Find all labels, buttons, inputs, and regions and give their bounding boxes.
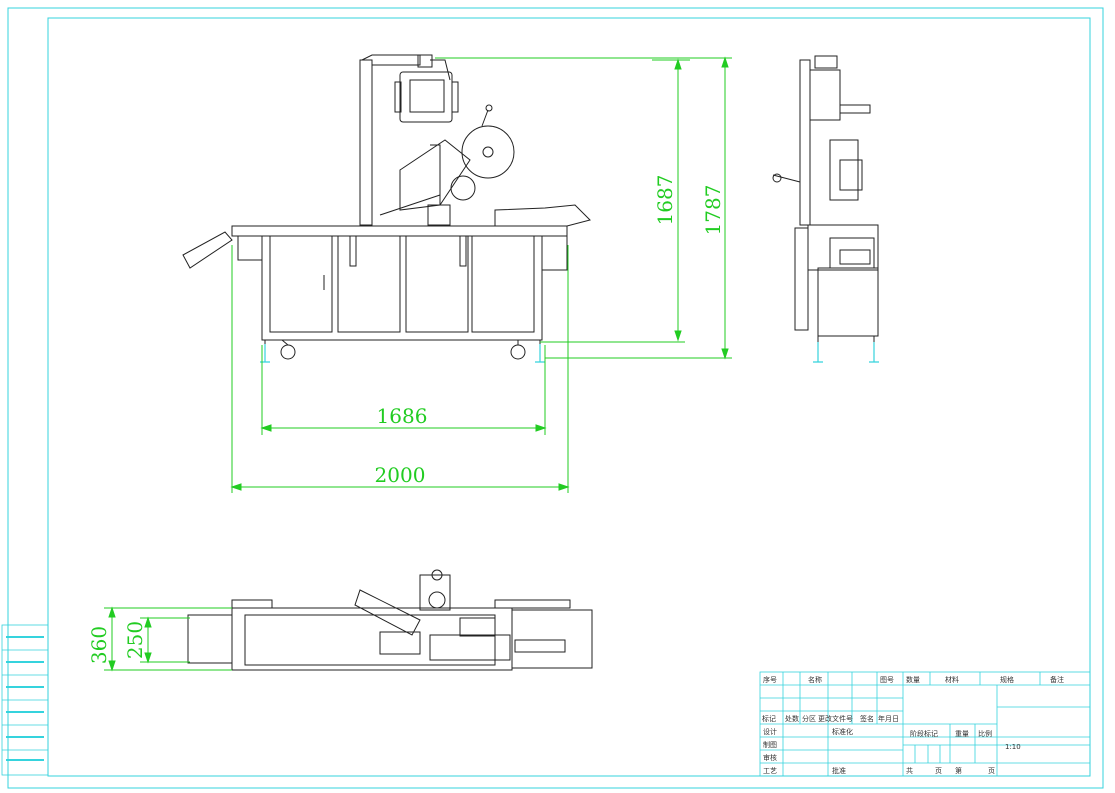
tb-col-remark: 备注: [1050, 675, 1064, 684]
front-feet: [260, 344, 545, 363]
inner-border: [47, 17, 1091, 777]
tb-count: 处数: [785, 714, 799, 723]
tb-signature: 签名: [860, 714, 874, 723]
margin-stamp-table: [1, 624, 49, 776]
tb-col-drawing-no: 图号: [880, 676, 894, 684]
tb-check: 审核: [763, 753, 777, 762]
dim-width-total: 2000: [375, 463, 426, 487]
front-view: [182, 54, 591, 360]
tb-ratio: 1:10: [1005, 743, 1021, 751]
tb-col-index: 序号: [763, 675, 777, 684]
tb-stage: 阶段标记: [910, 729, 938, 738]
tb-col-material: 材料: [945, 675, 959, 684]
tb-col-spec: 规格: [1000, 675, 1014, 684]
tb-approve: 批准: [832, 766, 846, 775]
side-feet: [813, 342, 879, 363]
tb-total: 共: [906, 766, 913, 775]
tb-col-qty: 数量: [906, 675, 920, 684]
tb-zone: 分区: [802, 714, 816, 723]
tb-change-doc: 更改文件号: [818, 714, 853, 723]
tb-design: 设计: [763, 727, 777, 736]
tb-weight: 重量: [955, 730, 969, 738]
title-block: [759, 671, 1091, 777]
front-dimension-lines: [230, 56, 732, 493]
side-view: [772, 55, 879, 360]
tb-draw: 制图: [763, 740, 777, 749]
outer-border: [7, 7, 1104, 789]
tb-sheet-a: 页: [935, 767, 942, 775]
dim-height-body: 1687: [653, 175, 677, 226]
tb-sheet-b: 页: [988, 767, 995, 775]
dim-height-total: 1787: [701, 185, 725, 236]
tb-standard: 标准化: [832, 727, 853, 736]
tb-date: 年月日: [878, 714, 899, 723]
dim-width-frame: 1686: [377, 404, 428, 428]
tb-mark: 标记: [762, 714, 776, 723]
tb-craft: 工艺: [763, 767, 777, 775]
tb-scale: 比例: [978, 729, 992, 738]
dim-360: 360: [87, 626, 111, 664]
tb-nth: 第: [955, 766, 962, 775]
tb-col-name: 名称: [808, 675, 822, 684]
title-block-text: 序号 名称 图号 数量 材料 规格 备注 标记 处数 分区 更改文件号 签名 年…: [762, 675, 1064, 775]
dim-250: 250: [123, 621, 147, 659]
top-dimension-lines: [104, 606, 232, 672]
top-view: [187, 569, 593, 671]
